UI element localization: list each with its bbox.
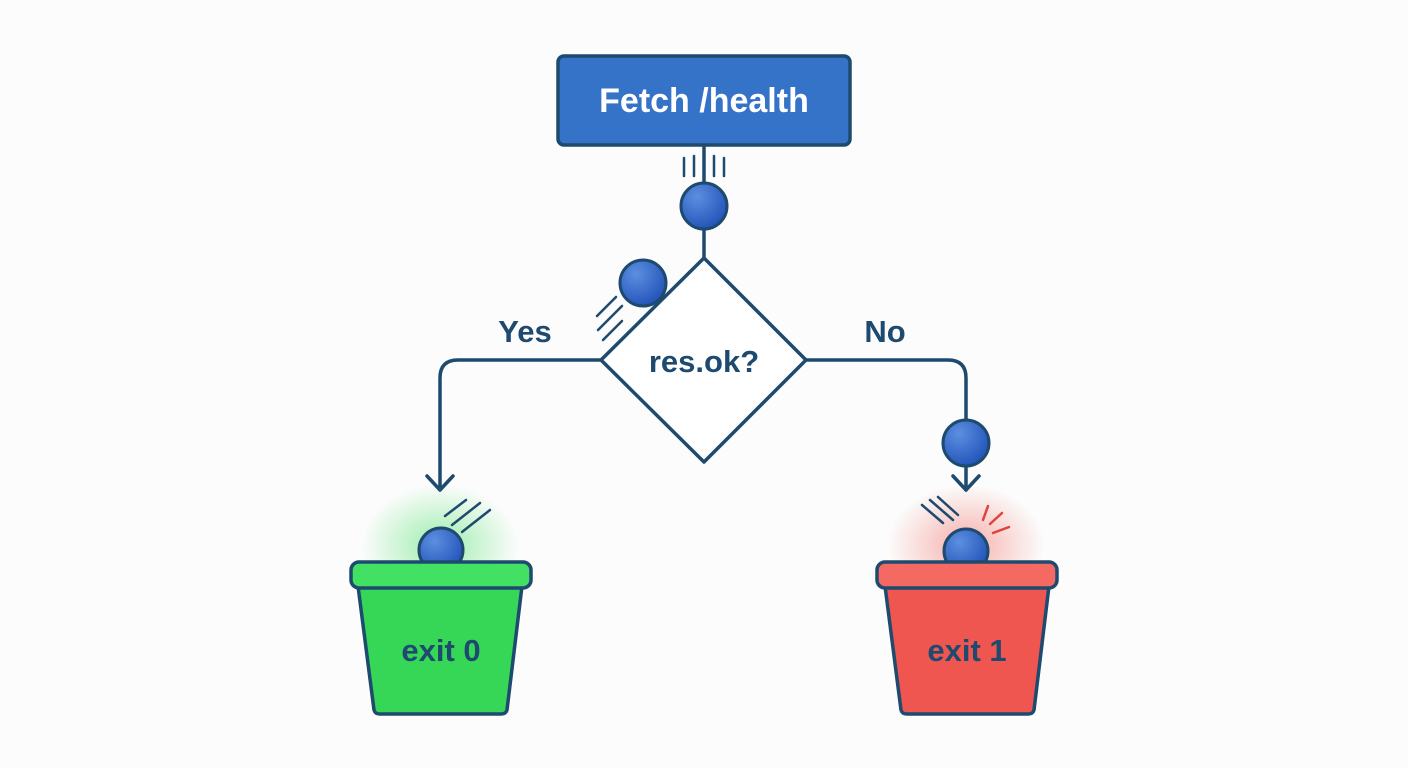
- decision-node: res.ok?: [599, 256, 808, 464]
- success-bucket-rim: [349, 560, 533, 590]
- no-branch-label: No: [864, 314, 905, 349]
- start-process-label: Fetch /health: [599, 82, 809, 120]
- failure-ball-streaks-icon: [920, 495, 960, 525]
- rolling-ball-icon: [618, 258, 668, 308]
- success-bucket: exit 0: [349, 526, 533, 716]
- start-process-node: Fetch /health: [556, 54, 852, 147]
- rolling-ball-streaks-icon: [595, 295, 624, 342]
- failure-bucket-rim: [875, 560, 1059, 590]
- connector-no-branch: [804, 358, 968, 492]
- failure-bucket-body: [883, 584, 1051, 716]
- motion-streaks: [443, 154, 1011, 535]
- failure-outcome-label: exit 1: [927, 633, 1006, 668]
- falling-ball-icon: [679, 181, 729, 231]
- impact-sparks-icon: [981, 504, 1011, 535]
- success-ball-streaks-icon: [443, 498, 492, 534]
- success-bucket-body: [356, 584, 524, 716]
- connector-yes-branch: [438, 358, 603, 492]
- falling-ball-streaks-icon: [682, 154, 726, 178]
- yes-branch-label: Yes: [498, 314, 551, 349]
- failure-bucket: exit 1: [875, 527, 1059, 716]
- success-outcome-label: exit 0: [401, 633, 480, 668]
- descending-ball-icon: [941, 418, 991, 468]
- decision-label: res.ok?: [649, 344, 759, 379]
